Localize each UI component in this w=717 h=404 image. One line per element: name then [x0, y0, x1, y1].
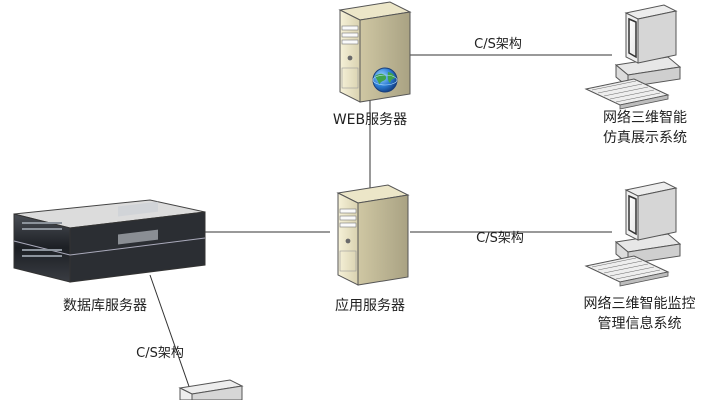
db-server-node	[13, 199, 206, 283]
desktop-computer-icon	[178, 379, 244, 401]
desktop-computer-icon	[585, 181, 681, 287]
tower-server-icon	[337, 184, 409, 286]
web-server-node	[339, 1, 411, 103]
monitor-client-label-line2: 管理信息系统	[597, 316, 682, 332]
db-server-label: 数据库服务器	[63, 298, 147, 314]
globe-icon	[372, 67, 398, 93]
connection-lines	[149, 54, 612, 396]
sim-client-node	[585, 4, 681, 110]
rack-server-icon	[13, 199, 206, 283]
edge-label-app-to-monitor: C/S架构	[476, 231, 524, 246]
web-server-label: WEB服务器	[332, 112, 408, 128]
desktop-computer-icon	[585, 4, 681, 110]
edge-label-web-to-sim: C/S架构	[474, 37, 522, 52]
sim-client-label-line1: 网络三维智能	[603, 110, 687, 126]
monitor-client-node	[585, 181, 681, 287]
app-server-label: 应用服务器	[335, 298, 405, 314]
monitor-client-label-line1: 网络三维智能监控	[583, 296, 696, 312]
bottom-client-node	[178, 379, 244, 401]
sim-client-label-line2: 仿真展示系统	[603, 130, 687, 146]
app-server-node	[337, 184, 409, 286]
edge-db-to-client	[149, 274, 193, 396]
edge-label-db-to-client: C/S架构	[136, 346, 184, 361]
